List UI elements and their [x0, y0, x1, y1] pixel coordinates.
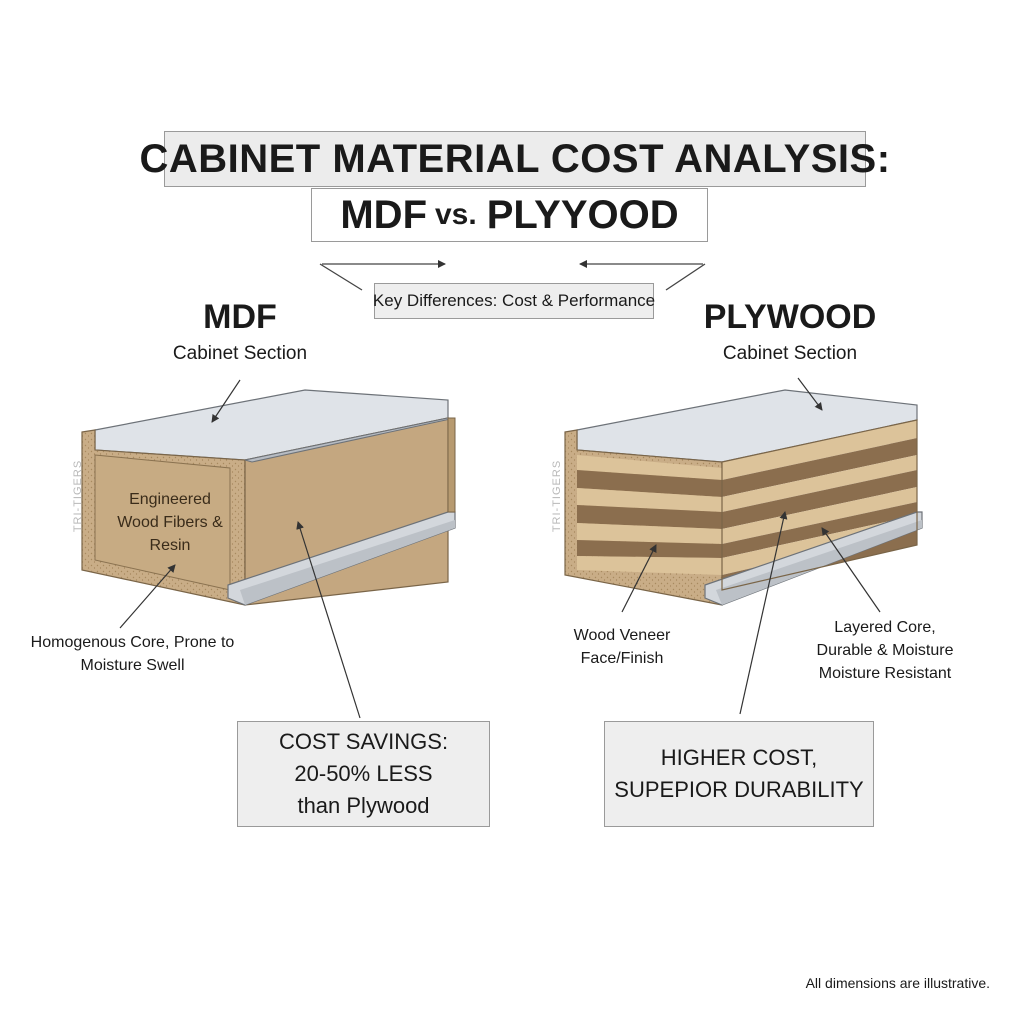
title-mdf: MDF	[340, 192, 427, 237]
plywood-core-line: Durable & Moisture	[816, 642, 954, 659]
plywood-core-line: Moisture Resistant	[818, 665, 952, 682]
mdf-core-label-line: Engineered	[129, 491, 211, 508]
mdf-cost-line: 20-50% LESS	[294, 761, 433, 786]
footnote: All dimensions are illustrative.	[805, 975, 990, 991]
mdf-subheading: Cabinet Section	[172, 343, 308, 364]
key-differences-label: Key Differences: Cost & Performance	[372, 283, 656, 319]
plywood-core-callout: Layered Core, Durable & Moisture Moistur…	[805, 616, 965, 685]
plywood-core-line: Layered Core,	[834, 619, 936, 636]
key-differences-text: Key Differences: Cost & Performance	[372, 291, 656, 310]
plywood-heading: PLYWOOD	[703, 298, 877, 336]
title-line-2: MDF vs. PLYYOOD	[311, 188, 708, 242]
mdf-core-callout: Homogenous Core, Prone to Moisture Swell	[25, 631, 240, 677]
mdf-block	[81, 389, 456, 606]
plywood-cost-box: HIGHER COST, SUPEPIOR DURABILITY	[604, 721, 874, 827]
title-line-1: CABINET MATERIAL COST ANALYSIS:	[139, 131, 890, 187]
plywood-watermark: TRI-TIGERS	[551, 459, 563, 533]
mdf-callout-line: Homogenous Core, Prone to	[30, 634, 235, 651]
plywood-subheading: Cabinet Section	[722, 343, 858, 364]
mdf-callout-line: Moisture Swell	[80, 657, 185, 674]
title-plywood: PLYYOOD	[486, 192, 679, 237]
plywood-veneer-callout: Wood Veneer Face/Finish	[552, 624, 692, 670]
plywood-block	[564, 389, 923, 606]
title-text-1: CABINET MATERIAL COST ANALYSIS:	[139, 136, 891, 181]
mdf-cost-line: COST SAVINGS:	[278, 729, 449, 754]
mdf-heading: MDF	[203, 298, 277, 336]
mdf-watermark: TRI-TIGERS	[72, 459, 84, 533]
plywood-cost-line: HIGHER COST,	[660, 745, 818, 770]
title-vs: vs.	[435, 198, 477, 231]
mdf-cost-line: than Plywood	[297, 793, 430, 818]
plywood-veneer-line: Wood Veneer	[573, 627, 671, 644]
mdf-pointer-arrows	[119, 379, 361, 719]
plywood-pointer-arrows	[621, 377, 881, 715]
mdf-core-label: Engineered Wood Fibers & Resin	[100, 488, 240, 557]
mdf-core-label-line: Wood Fibers &	[117, 514, 223, 531]
plywood-cost-line: SUPEPIOR DURABILITY	[614, 777, 864, 802]
plywood-veneer-line: Face/Finish	[580, 650, 664, 667]
title-connector-arrows	[319, 260, 706, 291]
mdf-core-label-line: Resin	[149, 537, 191, 554]
mdf-cost-box: COST SAVINGS: 20-50% LESS than Plywood	[237, 721, 490, 827]
